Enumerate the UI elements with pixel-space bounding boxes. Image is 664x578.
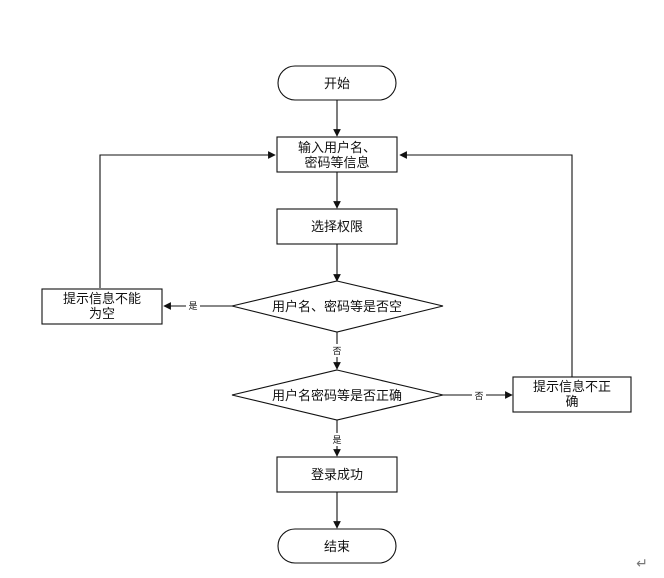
empty-msg-line2: 为空 bbox=[89, 307, 115, 322]
select-role-node: 选择权限 bbox=[276, 208, 398, 245]
check-empty-label: 用户名、密码等是否空 bbox=[272, 299, 402, 315]
incorrect-msg-line2: 确 bbox=[565, 395, 578, 410]
start-node: 开始 bbox=[277, 65, 397, 101]
input-label-line2: 密码等信息 bbox=[304, 155, 369, 171]
check-correct-decision: 用户名密码等是否正确 bbox=[231, 369, 444, 421]
end-label: 结束 bbox=[324, 540, 350, 555]
yes-label-correct: 是 bbox=[332, 435, 341, 446]
check-empty-decision: 用户名、密码等是否空 bbox=[231, 280, 444, 333]
start-label: 开始 bbox=[324, 77, 350, 92]
paragraph-return-icon: ↵ bbox=[636, 556, 648, 572]
incorrect-message-node: 提示信息不正 确 bbox=[512, 376, 632, 413]
edge-labels: 是 否 否 是 bbox=[186, 299, 486, 446]
no-label-empty: 否 bbox=[332, 346, 341, 357]
empty-message-node: 提示信息不能 为空 bbox=[41, 288, 163, 325]
incorrect-msg-line1: 提示信息不正 bbox=[533, 379, 611, 395]
input-label-line1: 输入用户名、 bbox=[298, 140, 376, 156]
no-label-correct: 否 bbox=[474, 391, 483, 402]
edge-empty-msg-back-to-input bbox=[99, 151, 276, 288]
empty-msg-line1: 提示信息不能 bbox=[63, 291, 141, 307]
input-node: 输入用户名、 密码等信息 bbox=[276, 136, 398, 173]
check-correct-label: 用户名密码等是否正确 bbox=[272, 388, 402, 404]
edge-incorrect-msg-back-to-input bbox=[399, 151, 573, 377]
yes-label-empty: 是 bbox=[188, 301, 197, 312]
end-node: 结束 bbox=[277, 528, 397, 564]
login-success-label: 登录成功 bbox=[311, 468, 363, 483]
login-success-node: 登录成功 bbox=[276, 456, 398, 493]
select-role-label: 选择权限 bbox=[311, 219, 363, 235]
